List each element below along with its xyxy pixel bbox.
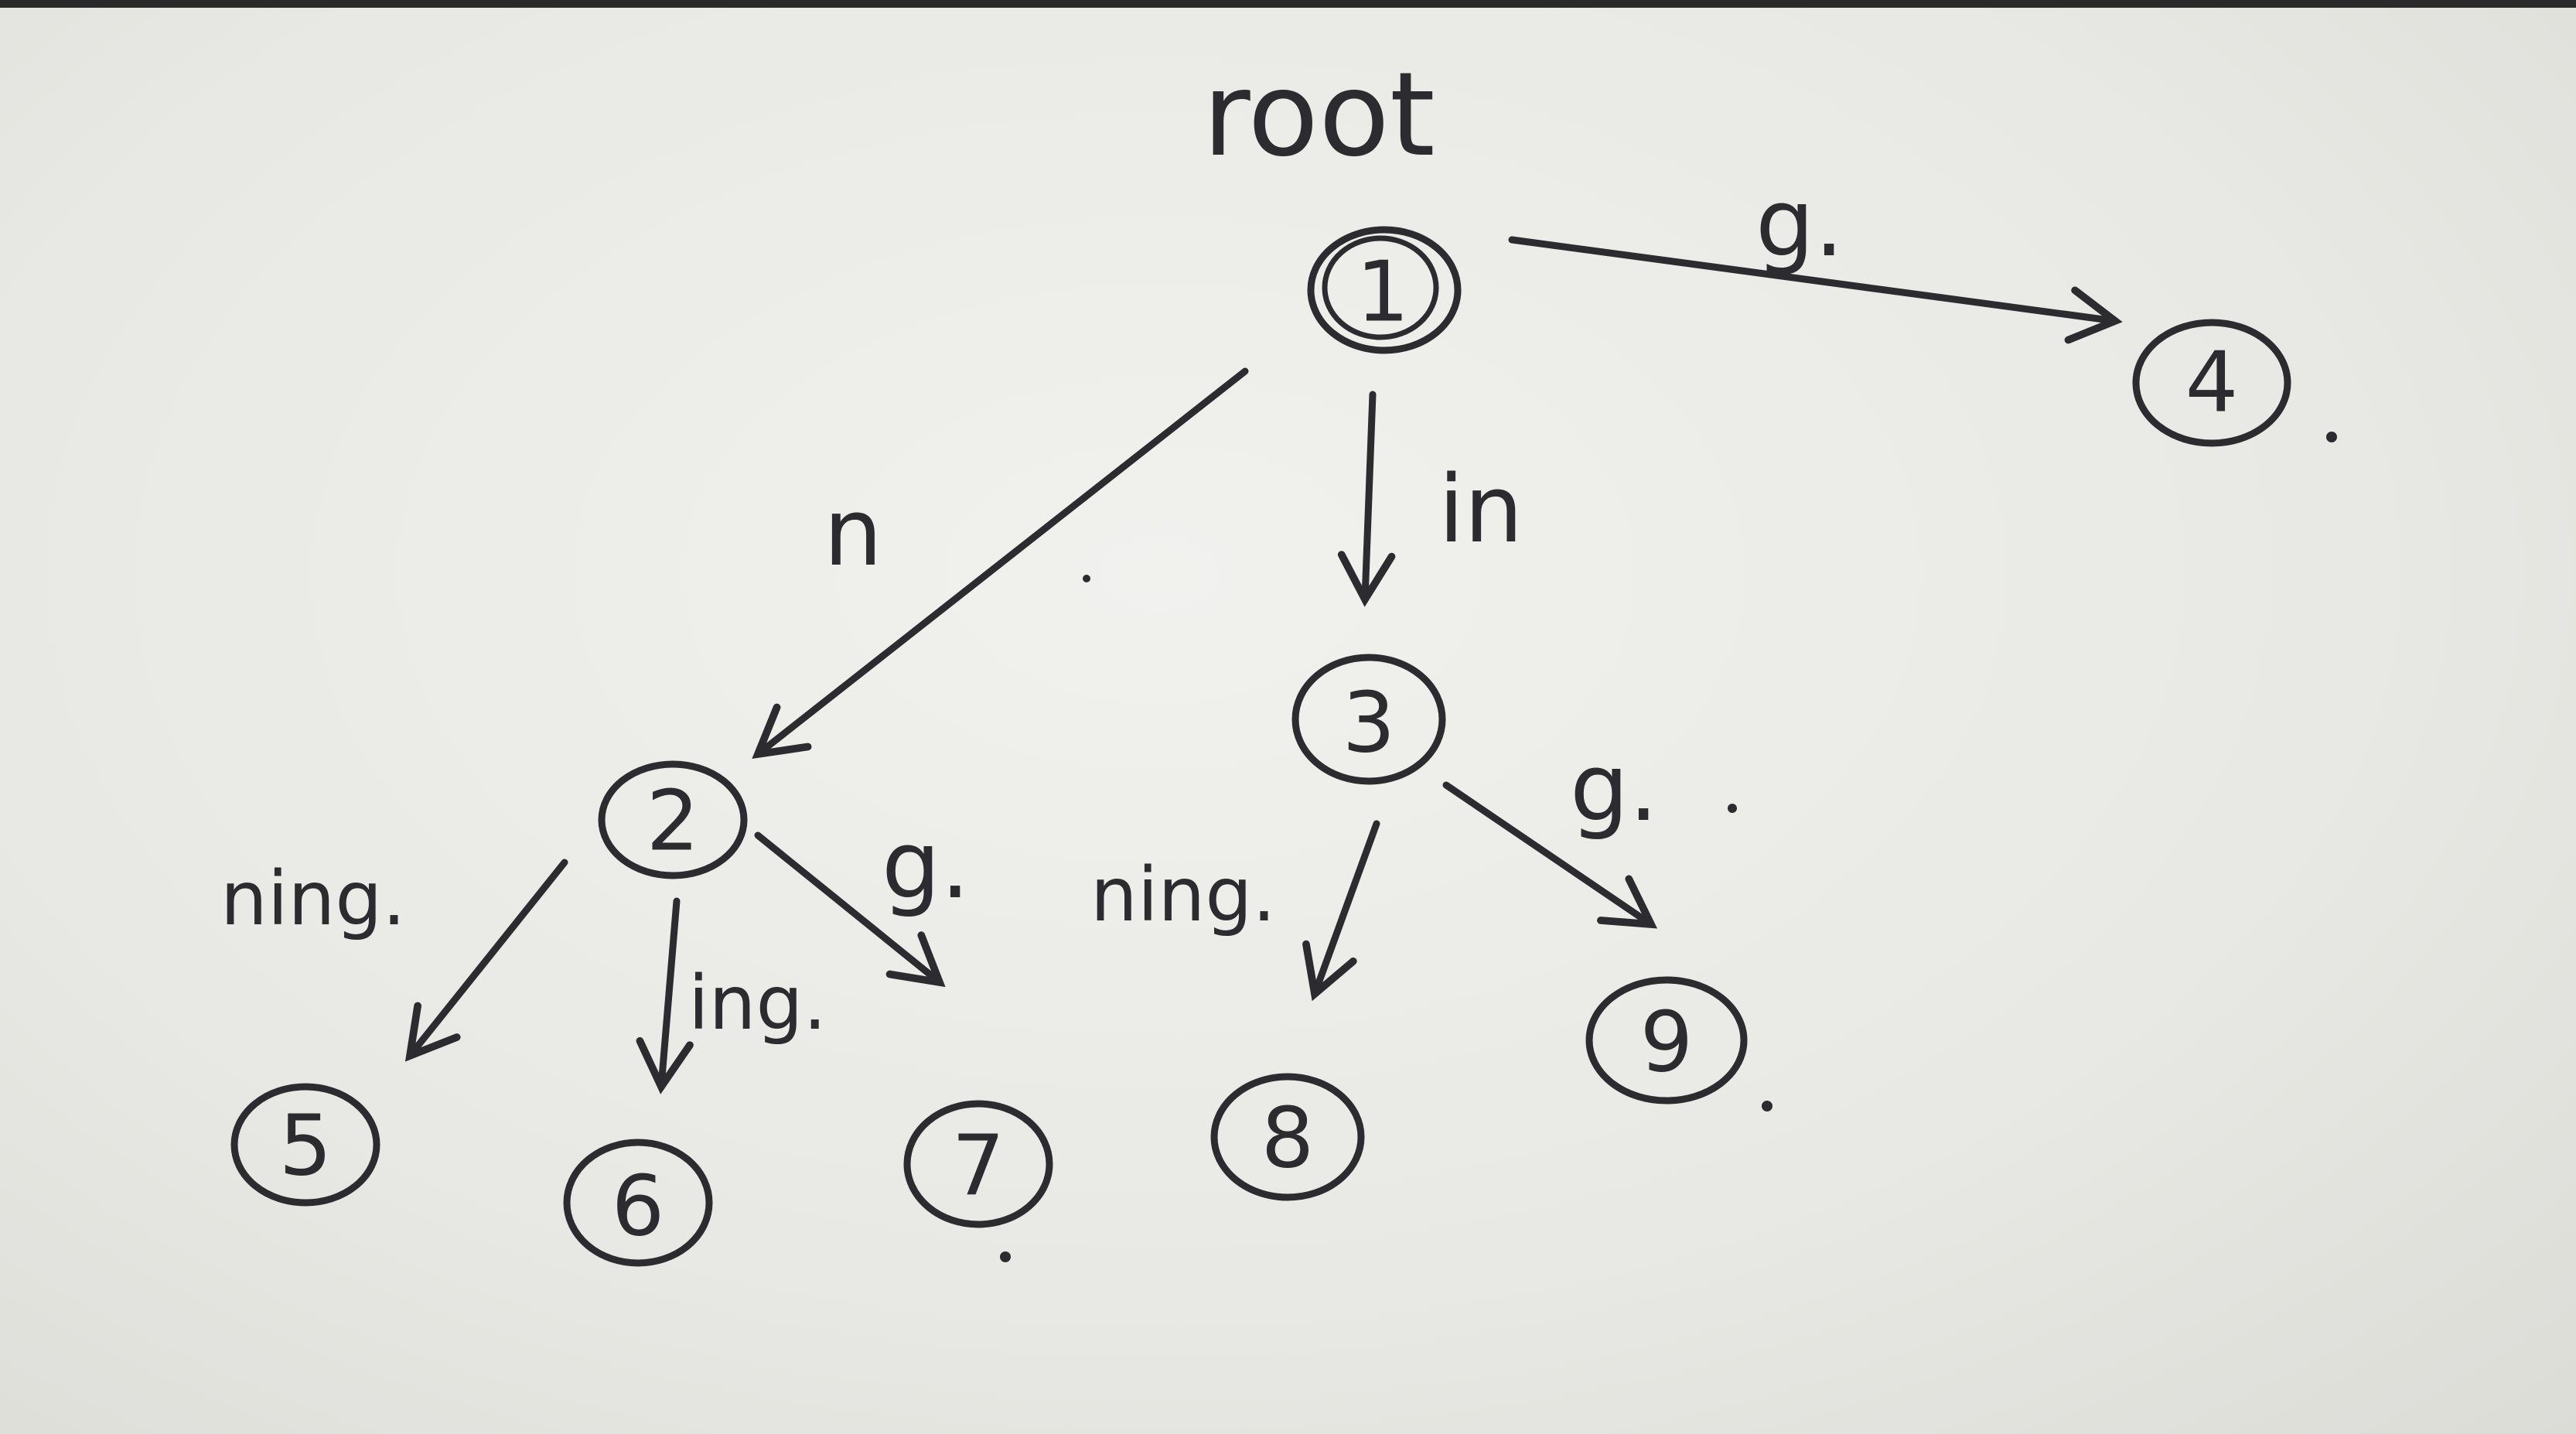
node-2-circle bbox=[598, 760, 748, 879]
node-1-inner-circle bbox=[1322, 235, 1439, 340]
node-5-circle bbox=[230, 1083, 380, 1207]
node-7-circle bbox=[903, 1100, 1053, 1228]
node-1-circle bbox=[1307, 226, 1462, 354]
node-1-number: 1 bbox=[1356, 244, 1410, 341]
edge-2-5-line bbox=[404, 859, 568, 1062]
node-4-circle bbox=[2132, 319, 2291, 447]
node-5: 5 bbox=[230, 1083, 380, 1207]
edge-3-8-line bbox=[1302, 820, 1380, 1002]
edge-3-8-label: ning. bbox=[1090, 852, 1276, 938]
edge-2-7-line bbox=[754, 831, 946, 988]
edge-2-6: ing. bbox=[636, 897, 827, 1094]
edge-1-2-label: n bbox=[824, 480, 882, 587]
node-4-terminal-dot bbox=[2326, 432, 2337, 442]
edge-1-3-line bbox=[1337, 391, 1396, 607]
node-3: 3 bbox=[1291, 654, 1446, 785]
node-8-number: 8 bbox=[1261, 1091, 1315, 1187]
node-6: 6 bbox=[563, 1139, 713, 1267]
edge-1-2-line bbox=[752, 367, 1249, 760]
root-label: root bbox=[1203, 48, 1435, 183]
node-4-number: 4 bbox=[2185, 335, 2239, 432]
edge-2-6-label: ing. bbox=[688, 960, 827, 1046]
edge-3-9-line bbox=[1442, 781, 1658, 929]
node-9: 9 bbox=[1585, 976, 1772, 1111]
node-8: 8 bbox=[1210, 1073, 1365, 1201]
node-6-number: 6 bbox=[612, 1159, 665, 1255]
edge-2-5: ning. bbox=[220, 855, 568, 1062]
edge-1-4-line bbox=[1508, 236, 2123, 344]
edge-1-3-label: in bbox=[1438, 456, 1523, 564]
node-7-number: 7 bbox=[952, 1118, 1005, 1215]
edge-3-9-label: g. bbox=[1570, 735, 1658, 842]
node-7-terminal-dot bbox=[1000, 1251, 1011, 1262]
edge-2-7-label: g. bbox=[882, 812, 970, 920]
edge-2-5-label: ning. bbox=[220, 855, 406, 942]
node-4: 4 bbox=[2132, 319, 2337, 447]
node-2: 2 bbox=[598, 760, 748, 879]
node-5-number: 5 bbox=[279, 1098, 333, 1195]
node-8-circle bbox=[1210, 1073, 1365, 1201]
edge-3-8: ning. bbox=[1090, 820, 1380, 1002]
pen-dot bbox=[1728, 804, 1737, 813]
pen-dot bbox=[1083, 575, 1090, 582]
edge-2-7: g. bbox=[754, 812, 970, 988]
edge-1-3: in bbox=[1337, 391, 1523, 607]
node-1: 1 bbox=[1307, 226, 1462, 354]
node-3-circle bbox=[1291, 654, 1446, 785]
node-3-number: 3 bbox=[1343, 675, 1396, 772]
node-9-circle bbox=[1585, 976, 1748, 1105]
node-6-circle bbox=[563, 1139, 713, 1267]
edge-1-2: n bbox=[752, 367, 1249, 760]
top-edge-strip bbox=[0, 0, 2576, 8]
edge-1-4-label: g. bbox=[1755, 170, 1844, 278]
edge-1-4: g. bbox=[1508, 170, 2123, 344]
node-9-number: 9 bbox=[1640, 995, 1694, 1091]
edge-2-6-line bbox=[636, 897, 694, 1094]
edge-3-9: g. bbox=[1442, 735, 1658, 929]
node-2-number: 2 bbox=[647, 773, 700, 870]
node-7: 7 bbox=[903, 1100, 1053, 1262]
node-9-terminal-dot bbox=[1762, 1101, 1772, 1111]
